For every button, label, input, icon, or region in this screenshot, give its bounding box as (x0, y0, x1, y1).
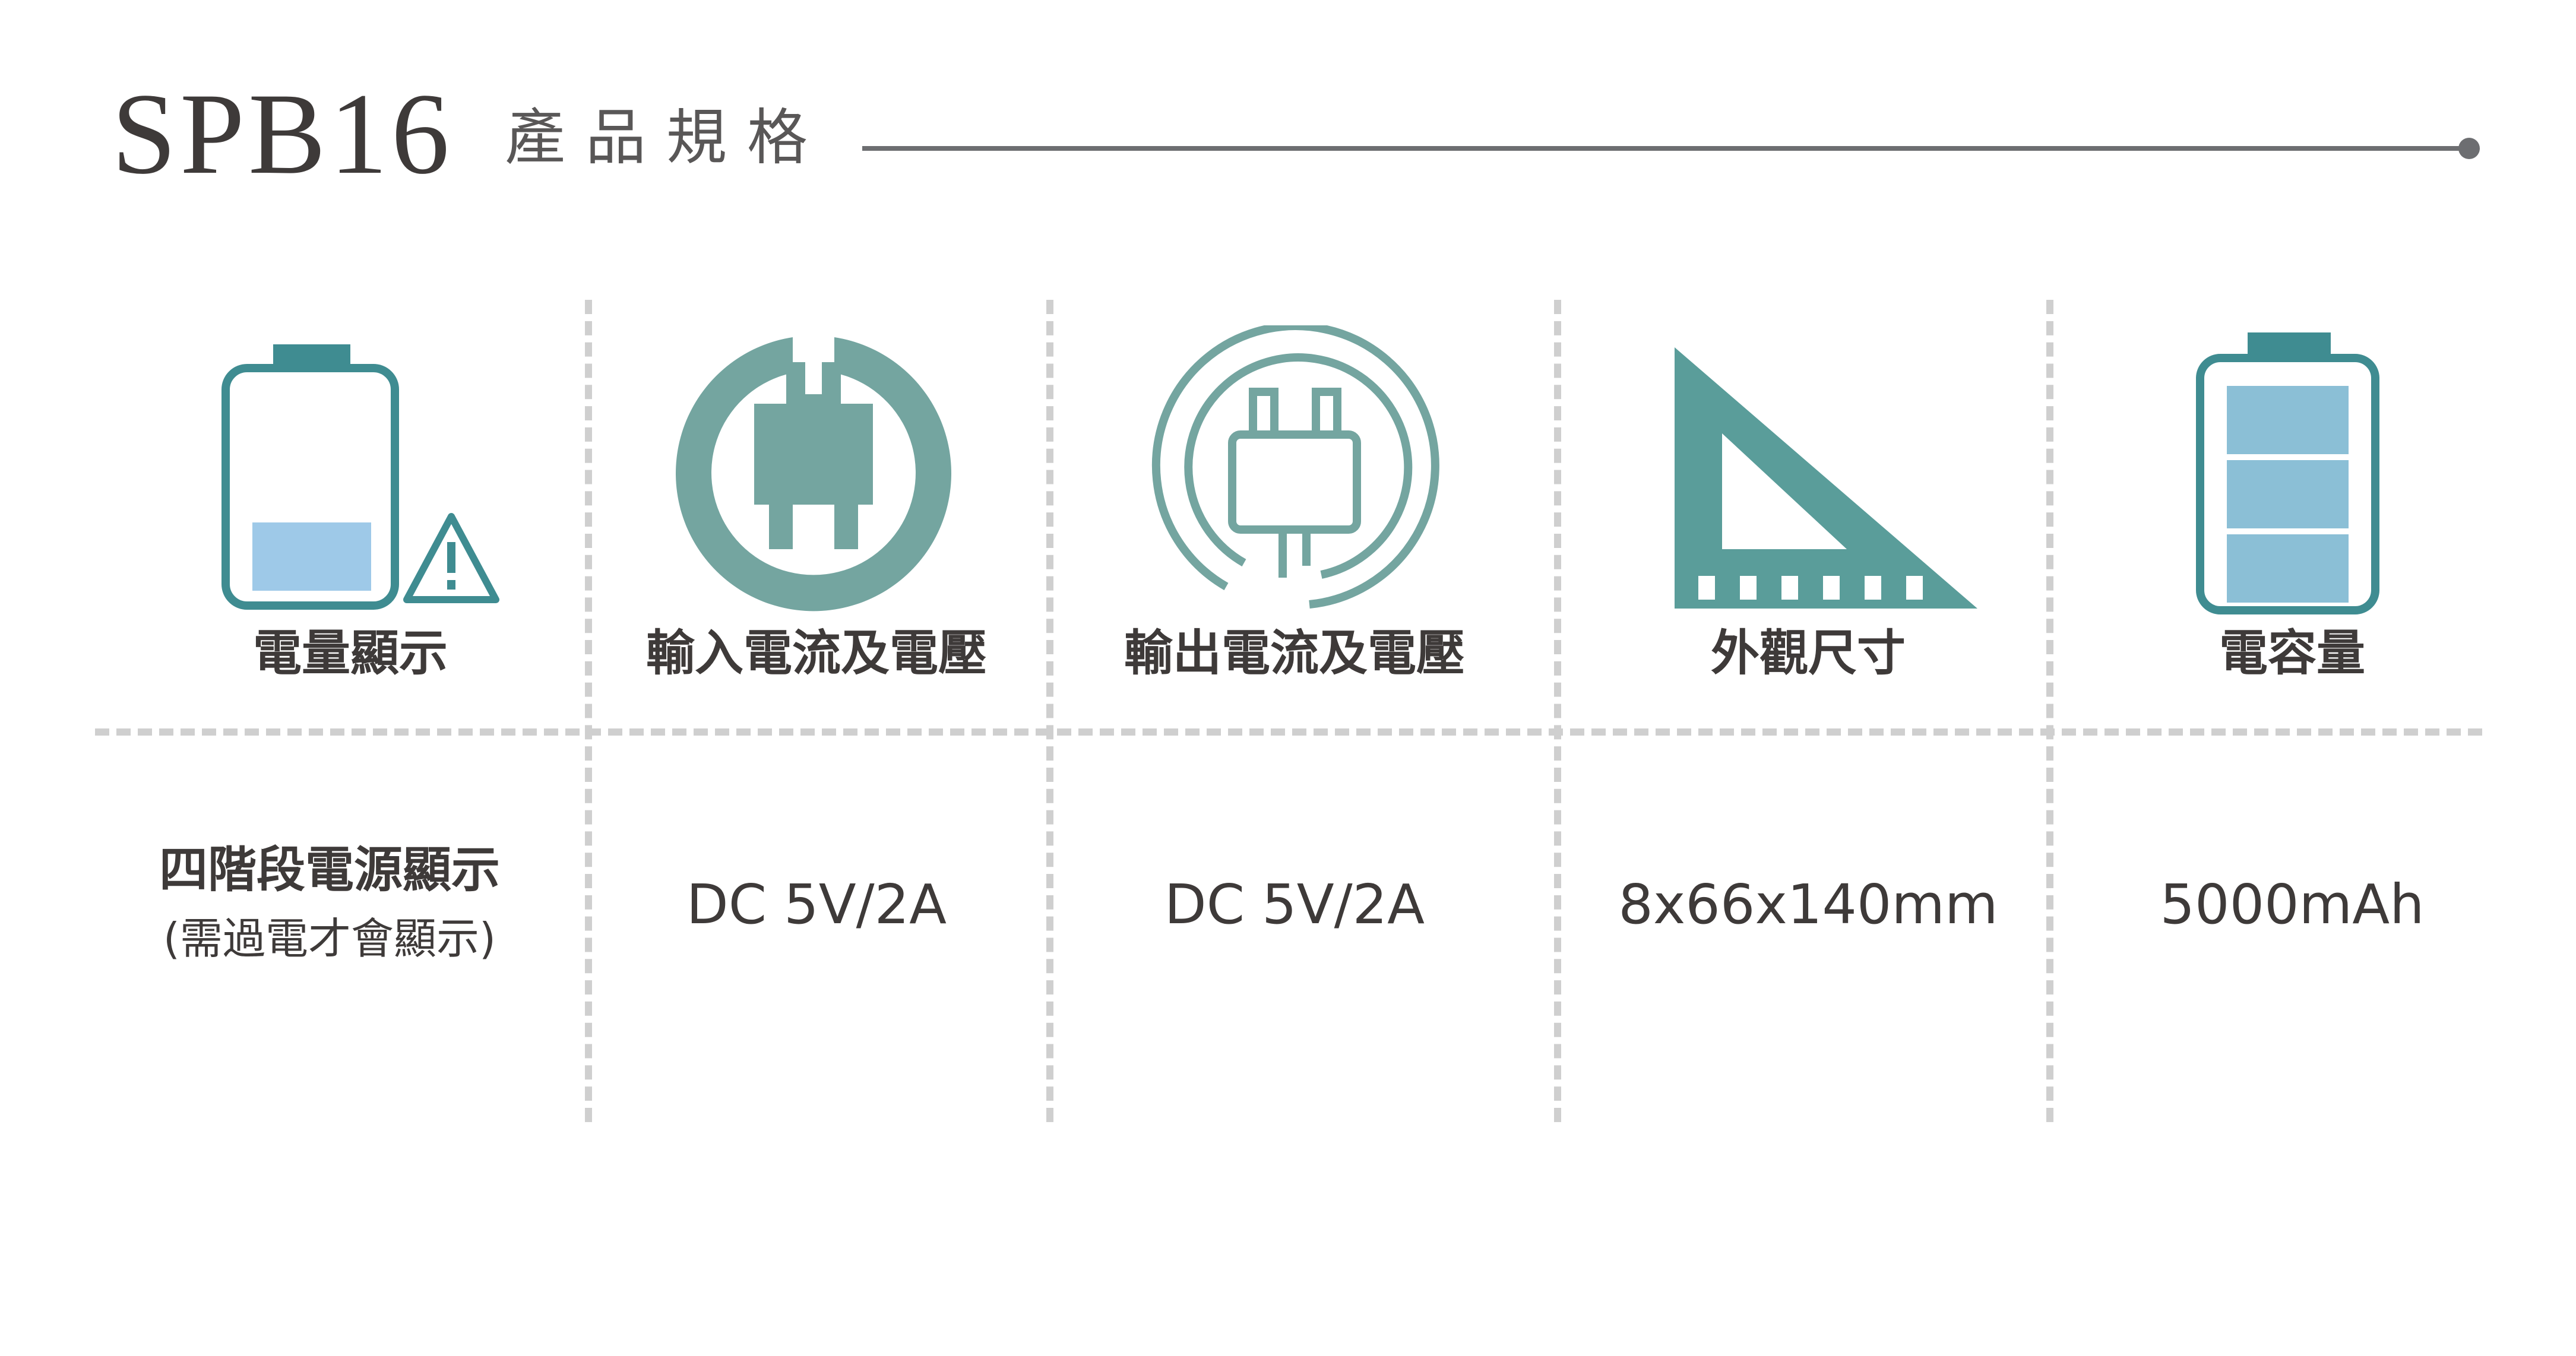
header-divider (862, 146, 2469, 151)
spec-value: DC 5V/2A (1164, 873, 1425, 936)
spec-value: 8x66x140mm (1618, 873, 1998, 936)
spec-note: (需過電才會顯示) (163, 914, 496, 964)
spec-value: DC 5V/2A (686, 873, 947, 936)
spec-label: 輸出電流及電壓 (1124, 625, 1465, 682)
section-subtitle: 產品規格 (505, 103, 828, 173)
spec-label: 電容量 (2219, 625, 2365, 682)
spec-value: 5000mAh (2160, 873, 2425, 936)
triangle-ruler-icon (1675, 347, 1977, 609)
spec-label: 外觀尺寸 (1710, 625, 1906, 682)
column-divider (1554, 300, 1561, 1122)
column-divider (585, 300, 592, 1122)
power-plug-output-icon (1151, 325, 1439, 609)
power-plug-input-icon (676, 337, 951, 612)
header-divider-dot (2458, 138, 2480, 159)
battery-full-icon (2196, 332, 2379, 614)
column-divider (1046, 300, 1053, 1122)
model-title: SPB16 (112, 69, 453, 198)
battery-low-warning-icon (221, 344, 499, 610)
spec-value: 四階段電源顯示 (159, 842, 500, 898)
column-divider (2046, 300, 2053, 1122)
spec-label: 電量顯示 (252, 625, 448, 682)
spec-label: 輸入電流及電壓 (645, 625, 987, 682)
row-divider (95, 728, 2482, 736)
